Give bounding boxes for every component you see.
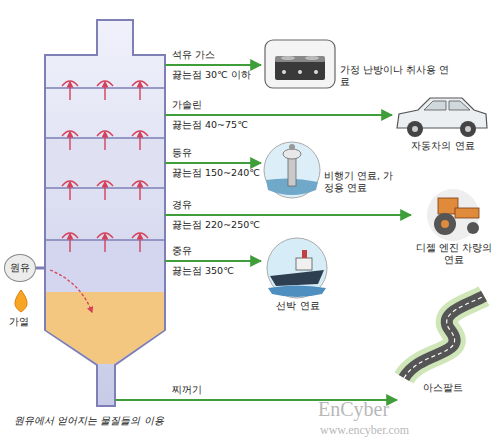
fraction-label: 경유끓는점 220~250℃ (172, 199, 260, 230)
feed-arrow (50, 270, 92, 312)
fraction-name: 등유 (172, 147, 260, 160)
product-arrow (172, 162, 261, 164)
use-label: 아스팔트 (398, 382, 488, 394)
fraction-name: 가솔린 (172, 99, 248, 112)
watermark-url: www.encyber.com (320, 423, 409, 438)
use-label: 비행기 연료, 가정용 연료 (324, 170, 400, 194)
fraction-label: 등유끓는점 150~240℃ (172, 147, 260, 178)
ship-icon (267, 238, 327, 298)
watermark: EnCyber (318, 398, 389, 421)
use-node: 가정 난방이나 취사용 연료 (262, 38, 462, 92)
use-node: 선박 연료 (262, 236, 334, 316)
caption: 원유에서 얻어지는 물질들의 이용 (14, 414, 164, 428)
product-arrow (172, 260, 261, 262)
use-label: 디젤 엔진 차량의 연료 (412, 242, 496, 266)
airport-tower-icon (264, 142, 320, 198)
column-outlet (165, 64, 172, 66)
use-node: 비행기 연료, 가정용 연료 (262, 140, 402, 200)
tractor-icon (427, 189, 479, 241)
bubble-caps (62, 81, 148, 252)
use-node: 자동차의 연료 (393, 92, 493, 158)
car-icon (397, 98, 487, 137)
use-label: 선박 연료 (262, 300, 334, 312)
fraction-label: 가솔린끓는점 40~75℃ (172, 99, 248, 130)
use-label: 자동차의 연료 (393, 140, 493, 152)
column-outlet (165, 162, 172, 164)
tray-lines (45, 88, 165, 240)
use-node: 아스팔트 (398, 290, 488, 404)
crude-oil-label: 원유 (10, 262, 30, 275)
fraction-name: 중유 (172, 245, 234, 258)
boiling-point: 끓는점 40~75℃ (172, 119, 248, 131)
column-outlet (115, 399, 172, 401)
use-label: 가정 난방이나 취사용 연료 (340, 64, 452, 88)
heat-label: 가열 (9, 315, 29, 329)
feed-pipe (36, 267, 45, 270)
use-node: 디젤 엔진 차량의 연료 (412, 186, 496, 270)
boiling-point: 끓는점 350℃ (172, 265, 234, 277)
column-outlet (165, 214, 172, 216)
stove-icon (265, 40, 335, 88)
product-arrow (172, 114, 392, 116)
fraction-name: 경유 (172, 199, 260, 212)
fraction-name: 찌꺼기 (172, 384, 202, 397)
road-icon (404, 296, 484, 378)
column-body (45, 20, 165, 406)
column-outlet (165, 260, 172, 262)
boiling-point: 끓는점 150~240℃ (172, 167, 260, 179)
residue-liquid (46, 292, 164, 364)
crude-oil-drop: 원유 (4, 254, 36, 282)
fraction-label: 찌꺼기 (172, 384, 202, 397)
product-arrow (172, 64, 261, 66)
fraction-label: 중유끓는점 350℃ (172, 245, 234, 276)
fraction-label: 석유 가스끓는점 30℃ 이하 (172, 49, 251, 80)
flame (15, 290, 27, 312)
boiling-point: 끓는점 30℃ 이하 (172, 69, 251, 81)
boiling-point: 끓는점 220~250℃ (172, 219, 260, 231)
product-arrow (172, 214, 411, 216)
column-outlet (165, 114, 172, 116)
fraction-name: 석유 가스 (172, 49, 251, 62)
